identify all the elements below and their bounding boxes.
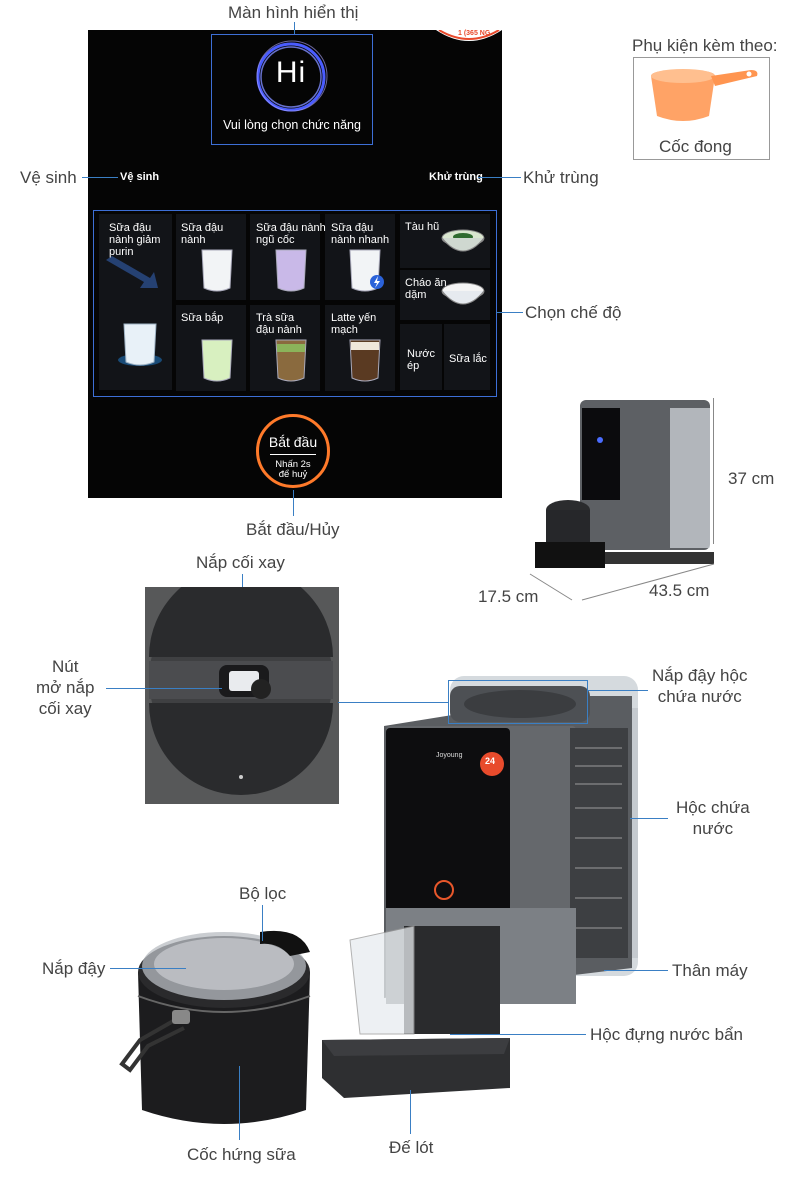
- label-waste: Hộc đựng nước bẩn: [590, 1025, 743, 1044]
- start-button-label: Bắt đầu: [268, 434, 318, 450]
- glass-oat-latte-icon: [349, 339, 381, 382]
- mode-tile-shake[interactable]: [444, 324, 490, 390]
- leader-start: [293, 490, 294, 516]
- glass-soy-grain-icon: [275, 249, 307, 292]
- glass-soy-tea-icon: [275, 339, 307, 382]
- label-accessory-title: Phụ kiện kèm theo:: [632, 36, 778, 55]
- label-body: Thân máy: [672, 961, 748, 980]
- label-width: 43.5 cm: [649, 581, 710, 600]
- leader-clean: [82, 177, 118, 178]
- start-button[interactable]: [256, 414, 330, 488]
- label-depth: 17.5 cm: [478, 587, 539, 606]
- accessory-frame: [633, 57, 770, 160]
- sterilize-button[interactable]: Khử trùng: [429, 171, 483, 183]
- leader-sterilize: [478, 177, 521, 178]
- label-start-cancel: Bắt đầu/Hủy: [246, 520, 340, 539]
- mode-label-soy-tea: Trà sữa đậu nành: [256, 312, 302, 336]
- label-filter: Bộ lọc: [239, 884, 287, 903]
- machine-badge: 24: [485, 756, 496, 766]
- glass-corn-icon: [201, 339, 233, 382]
- mode-label-juice: Nước ép: [407, 348, 436, 372]
- mode-label-tofu: Tàu hũ: [405, 221, 440, 233]
- leader-lid-to-machine: [338, 702, 448, 703]
- measuring-cup-icon: [651, 69, 758, 121]
- machine-brand: Joyoung: [436, 752, 463, 759]
- depth-width-dimension-lines: [529, 563, 715, 601]
- label-display: Màn hình hiển thị: [228, 3, 359, 22]
- display-highlight-frame: [211, 34, 373, 145]
- leader-filter: [262, 905, 263, 941]
- leader-lid-button: [106, 688, 222, 689]
- label-tank-lid: Nắp đậy hộc chứa nước: [652, 666, 748, 706]
- leader-cover: [110, 968, 186, 969]
- warranty-badge-partial: [436, 30, 502, 41]
- lid-illustration: [145, 587, 339, 804]
- mode-selection-frame: [93, 210, 497, 397]
- leader-display: [294, 22, 295, 34]
- mode-label-shake: Sữa lắc: [449, 353, 487, 365]
- clean-button[interactable]: Vệ sinh: [120, 171, 160, 183]
- machine-illustration: [322, 676, 638, 1098]
- leader-waste: [450, 1034, 586, 1035]
- arrow-down-right-icon: [106, 256, 158, 288]
- bowl-porridge-icon: [441, 282, 485, 305]
- glass-soy-low-purin-icon: [118, 323, 162, 366]
- warranty-badge-text: 1 (365 NG: [458, 30, 491, 37]
- label-cover: Nắp đậy: [42, 959, 106, 978]
- screen-prompt: Vui lòng chọn chức năng: [223, 118, 361, 132]
- height-dimension-line: [713, 398, 714, 544]
- machine-dimension-illustration: [535, 400, 714, 568]
- mode-label-soy-fast: Sữa đậu nành nhanh: [331, 222, 390, 246]
- start-button-hint: Nhấn 2s để huỷ: [275, 459, 311, 480]
- start-divider: [270, 454, 316, 455]
- tank-lid-highlight: [448, 680, 588, 724]
- mode-label-low-purin: Sữa đậu nành giảm purin: [109, 222, 161, 258]
- label-mode: Chọn chế độ: [525, 303, 622, 322]
- hi-glow-ring: [256, 40, 328, 112]
- glass-soy-icon: [201, 249, 233, 292]
- label-milk-cup: Cốc hứng sữa: [187, 1145, 296, 1164]
- screen-greeting: Hi: [275, 56, 307, 89]
- mode-label-porridge: Cháo ăn dặm: [405, 277, 447, 301]
- leader-tank: [630, 818, 668, 819]
- glass-soy-fast-icon: [349, 249, 384, 292]
- label-lid: Nắp cối xay: [196, 553, 285, 572]
- mode-label-oat-latte: Latte yến mạch: [331, 312, 377, 336]
- mode-label-soy-grain: Sữa đậu nành ngũ cốc: [256, 222, 326, 246]
- leader-tank-lid: [588, 690, 648, 691]
- milk-cup-illustration: [119, 930, 311, 1124]
- label-clean: Vệ sinh: [20, 168, 77, 187]
- label-tank: Hộc chứa nước: [676, 798, 750, 838]
- leader-base: [410, 1090, 411, 1134]
- mode-label-corn: Sữa bắp: [181, 312, 224, 324]
- leader-body: [604, 970, 668, 971]
- bowl-tofu-icon: [441, 229, 485, 252]
- label-sterilize: Khử trùng: [523, 168, 599, 187]
- mode-label-soy: Sữa đậu nành: [181, 222, 224, 246]
- mode-tile-juice[interactable]: [400, 324, 442, 390]
- label-base: Đế lót: [389, 1138, 434, 1157]
- label-height: 37 cm: [728, 469, 775, 488]
- label-accessory-item: Cốc đong: [659, 137, 732, 156]
- leader-milk-cup: [239, 1066, 240, 1140]
- label-lid-button: Nút mở nắp cối xay: [36, 657, 95, 718]
- leader-mode: [496, 312, 523, 313]
